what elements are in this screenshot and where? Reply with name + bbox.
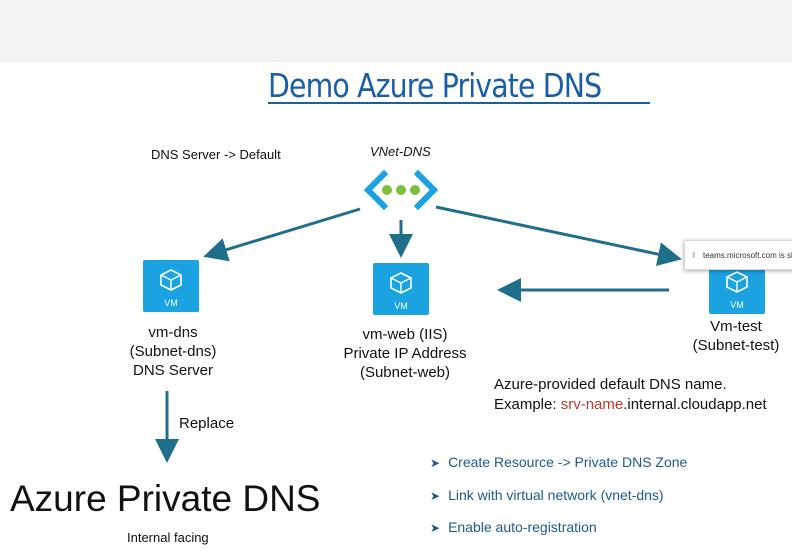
vm-test-label: Vm-test (Subnet-test) — [684, 317, 788, 355]
step-text: Create Resource -> Private DNS Zone — [448, 454, 688, 470]
vm-web-ip: Private IP Address — [343, 345, 467, 362]
vm-test-badge: VM — [730, 300, 744, 310]
example-suffix: .internal.cloudapp.net — [623, 396, 767, 413]
vnet-icon — [363, 169, 439, 211]
dns-server-default-label: DNS Server -> Default — [151, 147, 281, 162]
vm-dns-label: vm-dns (Subnet-dns) DNS Server — [118, 323, 228, 380]
chevron-right-icon: ➤ — [430, 456, 441, 470]
screen-share-toast[interactable]: ‖ teams.microsoft.com is sha — [684, 240, 792, 270]
vm-test-icon: VM — [709, 262, 765, 314]
vm-test-subnet: (Subnet-test) — [692, 337, 780, 354]
step-text: Link with virtual network (vnet-dns) — [448, 487, 664, 503]
top-bar — [0, 0, 792, 62]
step-item: ➤ Create Resource -> Private DNS Zone — [430, 454, 687, 470]
step-item: ➤ Enable auto-registration — [430, 519, 597, 535]
note-example: Example: srv-name.internal.cloudapp.net — [494, 395, 767, 415]
internal-facing-label: Internal facing — [127, 530, 209, 545]
vm-web-label: vm-web (IIS) Private IP Address (Subnet-… — [335, 325, 475, 382]
vm-test-name: Vm-test — [710, 318, 762, 335]
chevron-right-icon: ➤ — [430, 489, 441, 503]
vm-dns-subnet: (Subnet-dns) — [129, 343, 217, 360]
vm-dns-icon: VM — [143, 260, 199, 312]
vnet-label: VNet-DNS — [370, 144, 431, 159]
vm-web-subnet: (Subnet-web) — [359, 364, 451, 381]
drag-handle-icon[interactable]: ‖ — [692, 251, 696, 260]
replace-label: Replace — [179, 415, 235, 432]
note-line: Azure-provided default DNS name. — [494, 376, 727, 393]
toast-text: teams.microsoft.com is sha — [703, 251, 792, 260]
arrow-vnet-to-vm-dns — [203, 207, 361, 262]
example-highlight: srv-name — [560, 396, 624, 413]
page-title: Demo Azure Private DNS — [268, 66, 602, 105]
step-item: ➤ Link with virtual network (vnet-dns) — [430, 487, 664, 503]
vm-web-icon: VM — [373, 263, 429, 315]
arrow-vnet-to-vm-test — [435, 205, 682, 266]
vm-web-badge: VM — [394, 301, 408, 311]
step-text: Enable auto-registration — [448, 519, 597, 535]
vm-dns-name: vm-dns — [148, 324, 198, 341]
vm-web-name: vm-web (IIS) — [362, 326, 448, 343]
example-prefix: Example: — [494, 396, 561, 413]
azure-private-dns-heading: Azure Private DNS — [10, 478, 321, 519]
default-dns-note: Azure-provided default DNS name. Example… — [494, 375, 767, 415]
title-underline — [268, 102, 650, 104]
vm-dns-badge: VM — [164, 298, 178, 308]
vm-dns-role: DNS Server — [132, 362, 214, 379]
chevron-right-icon: ➤ — [430, 521, 441, 535]
